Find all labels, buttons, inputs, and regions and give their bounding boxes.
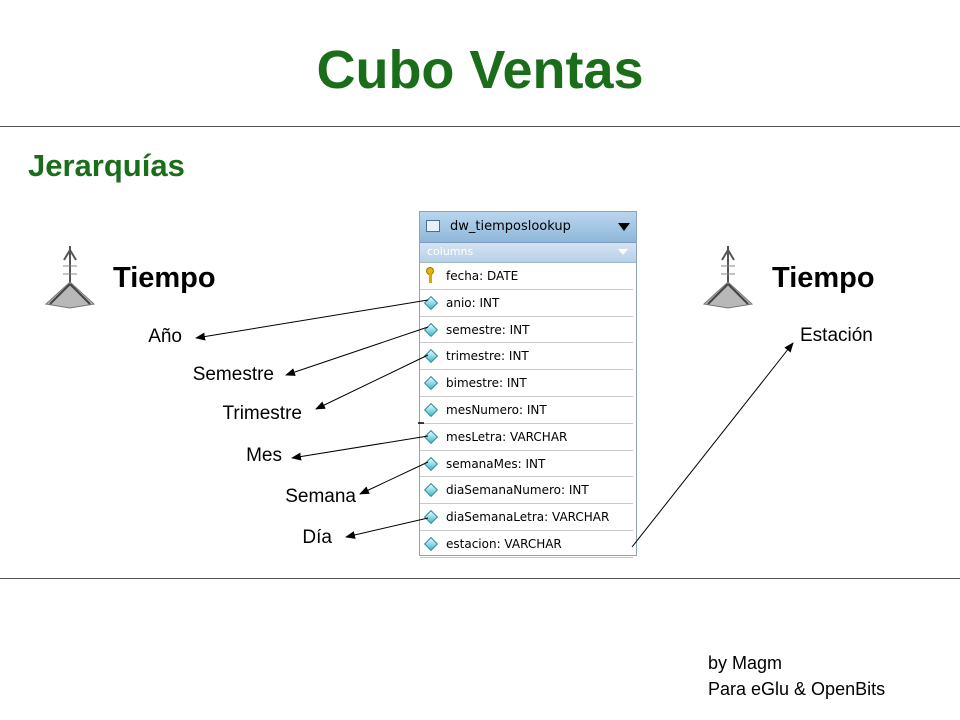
column-label: bimestre: INT: [446, 376, 527, 391]
table-column-row[interactable]: mesLetra: VARCHAR: [420, 424, 633, 451]
level-label: Mes: [246, 445, 282, 466]
level-label: Día: [302, 527, 332, 548]
arrow-dia: [345, 517, 429, 539]
level-label: Año: [148, 326, 182, 347]
bottom-divider: [0, 578, 960, 579]
level-label: Estación: [800, 325, 873, 346]
table-column-row[interactable]: estacion: VARCHAR: [420, 531, 633, 558]
page-title: Cubo Ventas: [316, 40, 644, 100]
level-label: Trimestre: [222, 403, 302, 424]
column-label: trimestre: INT: [446, 349, 529, 364]
table-header[interactable]: dw_tiemposlookup: [420, 212, 636, 243]
column-label: semanaMes: INT: [446, 456, 546, 471]
table-column-row[interactable]: diaSemanaNumero: INT: [420, 477, 633, 505]
table-column-row[interactable]: diaSemanaLetra: VARCHAR: [420, 504, 633, 531]
arrow-estacion: [631, 342, 794, 548]
dimension-title-right: Tiempo: [772, 262, 875, 294]
level-label: Semana: [285, 486, 356, 507]
column-label: estacion: VARCHAR: [446, 536, 562, 551]
arrow-anio-to-ano: [195, 299, 429, 341]
column-label: mesLetra: VARCHAR: [446, 429, 568, 444]
table-column-row[interactable]: fecha: DATE: [420, 263, 633, 290]
dimension-title-left: Tiempo: [113, 262, 216, 294]
section-subtitle: Jerarquías: [28, 148, 185, 183]
table-icon: [426, 220, 440, 232]
column-label: fecha: DATE: [446, 269, 519, 283]
column-label: diaSemanaNumero: INT: [446, 483, 589, 498]
chevron-down-icon[interactable]: [618, 223, 630, 231]
column-label: anio: INT: [446, 295, 500, 310]
columns-section-header[interactable]: columns: [420, 243, 636, 263]
table-column-row[interactable]: semestre: INT: [420, 317, 633, 344]
arrow-semana: [359, 461, 429, 495]
table-column-row[interactable]: anio: INT: [420, 290, 633, 317]
level-label: Semestre: [192, 364, 274, 385]
dimension-icon: [44, 246, 96, 309]
table-name: dw_tiemposlookup: [450, 219, 571, 234]
key-icon: [426, 267, 434, 283]
dimension-icon: [702, 246, 754, 309]
arrow-semestre: [285, 326, 429, 376]
table-widget[interactable]: dw_tiemposlookup columns fecha: DATE ani…: [419, 211, 637, 558]
credits-org: Para eGlu & OpenBits: [708, 679, 886, 699]
column-label: semestre: INT: [446, 322, 530, 337]
credits-author: by Magm: [708, 653, 783, 673]
top-divider: [0, 126, 960, 127]
table-column-row[interactable]: mesNumero: INT: [420, 397, 633, 424]
column-label: diaSemanaLetra: VARCHAR: [446, 510, 610, 525]
column-label: mesNumero: INT: [446, 402, 547, 417]
table-column-row[interactable]: semanaMes: INT: [420, 451, 633, 478]
arrow-trimestre: [315, 354, 429, 410]
credits: by Magm Para eGlu & OpenBits: [708, 650, 885, 702]
table-column-row[interactable]: trimestre: INT: [420, 343, 633, 371]
arrow-mes: [291, 435, 429, 461]
chevron-down-icon[interactable]: [618, 249, 628, 255]
table-column-row[interactable]: bimestre: INT: [420, 370, 633, 397]
columns-section-label: columns: [427, 245, 474, 258]
